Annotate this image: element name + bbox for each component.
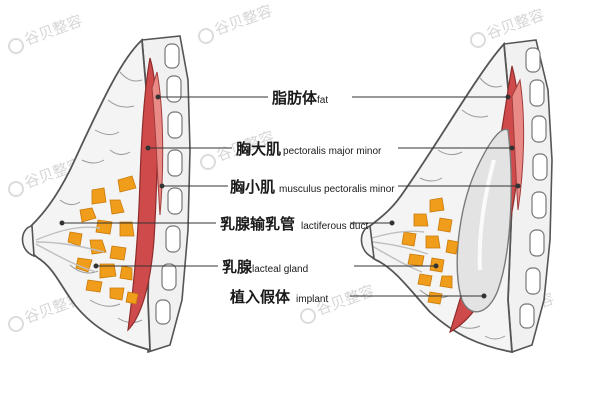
watermark-1: 谷贝整容 xyxy=(8,11,85,54)
implant-highlight xyxy=(477,159,496,271)
lactiferous-ducts-right xyxy=(371,230,429,273)
pectoralis-minor-muscle-right xyxy=(511,78,525,211)
rib-bones xyxy=(155,43,183,325)
watermark-2: 谷贝整容 xyxy=(198,1,275,44)
breast-implant xyxy=(456,128,512,313)
svg-text:谷贝整容: 谷贝整容 xyxy=(212,1,275,38)
rib-bones-right xyxy=(519,47,548,329)
nipple-right xyxy=(360,224,375,260)
nipple xyxy=(21,225,35,258)
lactiferous-ducts xyxy=(35,226,105,273)
label-lacteal-gland: 乳腺lacteal gland xyxy=(222,258,308,276)
lacteal-gland-lobes-right xyxy=(401,197,459,305)
fat-lobules-right xyxy=(419,77,506,340)
leader-lines xyxy=(59,94,521,299)
svg-text:谷贝整容: 谷贝整容 xyxy=(484,5,547,42)
implant-breast-illustration xyxy=(360,39,553,354)
lacteal-gland-lobes xyxy=(67,175,139,305)
pectoralis-minor-muscle xyxy=(151,71,164,216)
label-fat: 脂肪体fat xyxy=(272,89,328,107)
svg-text:谷贝整容: 谷贝整容 xyxy=(22,11,85,48)
natural-breast-illustration xyxy=(21,35,191,354)
